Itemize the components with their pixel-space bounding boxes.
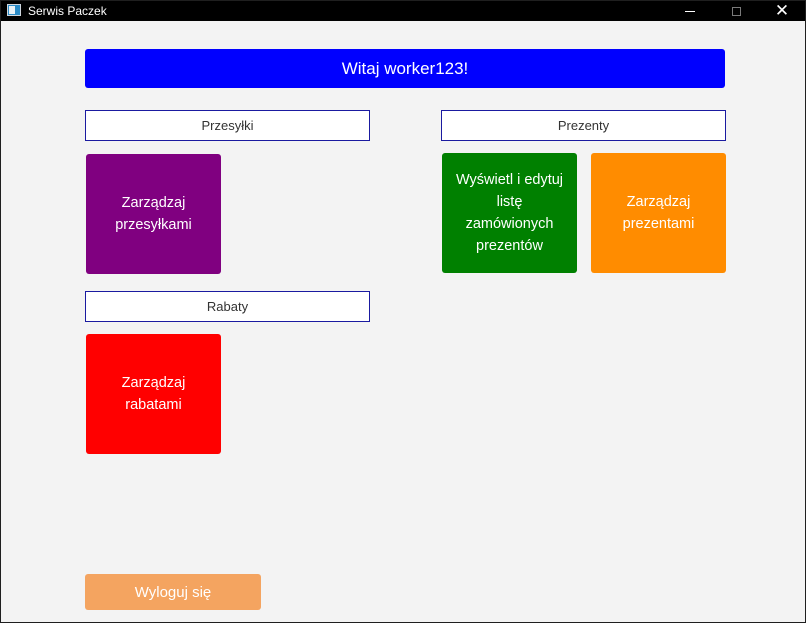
- maximize-button[interactable]: [713, 1, 759, 21]
- minimize-button[interactable]: [667, 1, 713, 21]
- title-bar: Serwis Paczek ✕: [1, 1, 805, 21]
- logout-button[interactable]: Wyloguj się: [85, 574, 261, 610]
- welcome-banner: Witaj worker123!: [85, 49, 725, 88]
- maximize-icon: [731, 6, 741, 16]
- manage-gifts-button[interactable]: Zarządzaj prezentami: [591, 153, 726, 273]
- section-header-rabaty: Rabaty: [85, 291, 370, 322]
- manage-shipments-button[interactable]: Zarządzaj przesyłkami: [86, 154, 221, 274]
- section-header-przesylki: Przesyłki: [85, 110, 370, 141]
- close-button[interactable]: ✕: [759, 1, 805, 21]
- window-title: Serwis Paczek: [28, 4, 107, 18]
- section-header-prezenty: Prezenty: [441, 110, 726, 141]
- minimize-icon: [685, 10, 695, 12]
- close-icon: ✕: [774, 0, 790, 21]
- app-icon: [7, 4, 21, 16]
- view-edit-ordered-gifts-button[interactable]: Wyświetl i edytuj listę zamówionych prez…: [442, 153, 577, 273]
- manage-discounts-button[interactable]: Zarządzaj rabatami: [86, 334, 221, 454]
